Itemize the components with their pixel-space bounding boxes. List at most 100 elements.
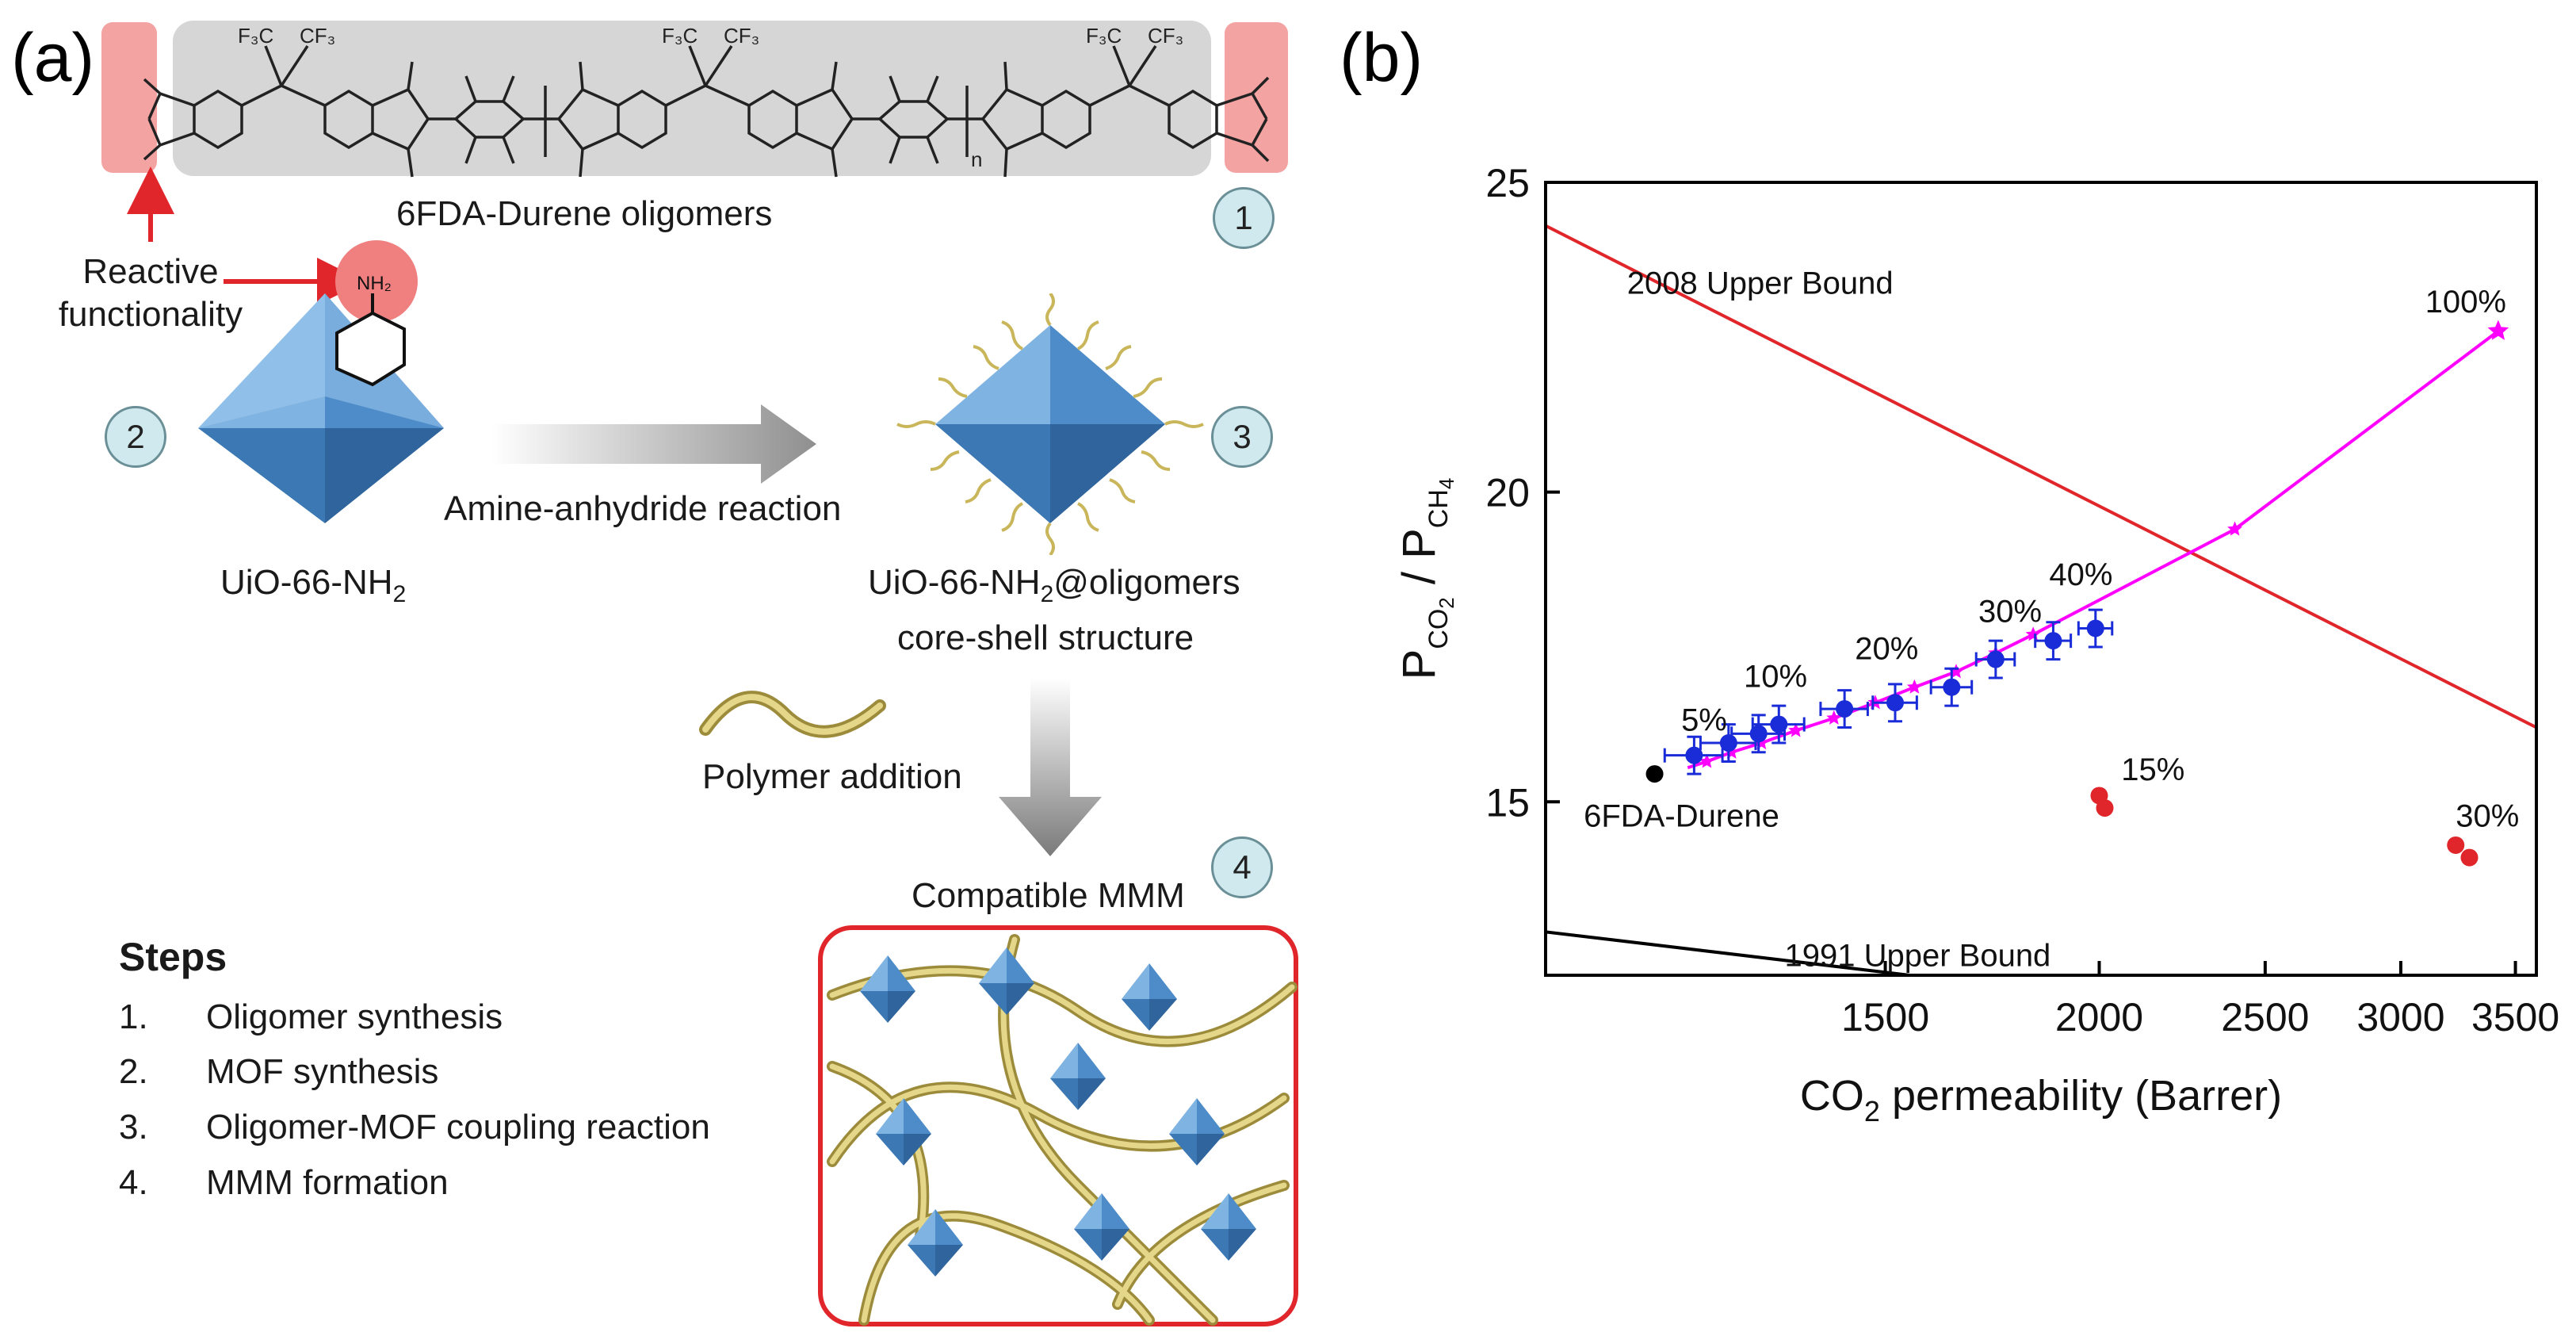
- model-star-marker: [1826, 710, 1842, 725]
- upper-bound-2008-line: [1546, 224, 2536, 729]
- step-number: 4.: [119, 1163, 148, 1202]
- annotation-label: 6FDA-Durene: [1584, 799, 1779, 834]
- coreshell-label-a: UiO-66-NH: [868, 563, 1041, 602]
- oligomer-backbone-highlight: [173, 21, 1211, 176]
- model-star-marker: [1788, 722, 1804, 737]
- step-item: 3.Oligomer-MOF coupling reaction: [119, 1108, 710, 1147]
- x-tick-label: 3500: [2471, 995, 2559, 1039]
- y-tick-label: 15: [1485, 780, 1530, 825]
- annotation-label: 30%: [1978, 595, 2042, 630]
- reaction-label: Amine-anhydride reaction: [444, 489, 842, 528]
- y-tick-label: 20: [1485, 471, 1530, 515]
- mof-name: UiO-66-NH2: [220, 563, 406, 608]
- coreshell-label-line1: UiO-66-NH2@oligomers: [868, 563, 1240, 608]
- plot-frame: [1544, 181, 2538, 977]
- cf3-label: F₃C: [1086, 24, 1122, 48]
- model-star-marker: [2487, 320, 2509, 340]
- right-anhydride-highlight: [1225, 22, 1288, 173]
- panel-b-label: (b): [1340, 20, 1424, 96]
- data-point: [2086, 619, 2104, 637]
- model-prediction-line: [1687, 329, 2500, 770]
- step-circle-1: 1: [1213, 187, 1275, 249]
- data-point: [2460, 848, 2479, 867]
- data-point: [1749, 725, 1768, 743]
- x-tick-label: 2000: [2055, 995, 2143, 1039]
- nh2-label: NH₂: [357, 273, 392, 294]
- mof-name-main: UiO-66-NH: [220, 563, 393, 602]
- coreshell-octahedron: [896, 293, 1204, 555]
- annotation-label: 15%: [2121, 752, 2184, 787]
- annotation-label: 5%: [1681, 702, 1727, 737]
- upper-bound-1991-line: [1546, 930, 1910, 975]
- mmm-label: Compatible MMM: [912, 876, 1185, 915]
- oligomer-structure: F₃C CF₃ F₃C CF₃ F₃C CF₃ n: [101, 21, 1288, 178]
- down-arrow: [999, 678, 1102, 856]
- model-star-marker: [1699, 753, 1714, 768]
- reactive-arrows: [127, 167, 365, 305]
- step-text: MOF synthesis: [206, 1052, 439, 1091]
- cf3-label: CF₃: [1148, 24, 1183, 48]
- uio66-octahedron: NH₂: [198, 240, 444, 523]
- steps-title: Steps: [119, 935, 227, 979]
- annotation-label: 10%: [1744, 660, 1807, 695]
- step-item: 2. MOF synthesis: [119, 1052, 438, 1092]
- y-axis-label: PCO2 / PCH4: [1393, 478, 1458, 680]
- data-point: [2096, 799, 2114, 817]
- reactive-label-line2: functionality: [58, 295, 243, 334]
- nh2-highlight: [335, 240, 418, 323]
- y-tick-label: 25: [1485, 161, 1530, 205]
- step-number: 2.: [119, 1052, 148, 1091]
- cf3-label: CF₃: [300, 24, 335, 48]
- mof-name-sub: 2: [392, 581, 407, 607]
- data-point: [1645, 765, 1664, 783]
- repeat-n-label: n: [971, 147, 982, 171]
- oligomer-name: 6FDA-Durene oligomers: [396, 194, 773, 233]
- x-tick-label: 1500: [1841, 995, 1929, 1039]
- model-star-marker: [1906, 679, 1922, 694]
- data-point: [2044, 632, 2062, 650]
- reactive-label-line1: Reactive: [82, 252, 219, 291]
- step-text: MMM formation: [206, 1163, 449, 1202]
- cf3-label: F₃C: [662, 24, 698, 48]
- step-item: 1. Oligomer synthesis: [119, 997, 503, 1037]
- polymer-addition-label: Polymer addition: [702, 757, 962, 796]
- left-anhydride-highlight: [101, 22, 157, 173]
- step-circle-3: 3: [1211, 406, 1273, 468]
- plot-content: [1546, 224, 2536, 975]
- x-tick-label: 3000: [2356, 995, 2444, 1039]
- data-point: [1719, 734, 1737, 752]
- x-tick-label: 2500: [2221, 995, 2309, 1039]
- mmm-illustration: [818, 925, 1298, 1326]
- data-point: [1836, 700, 1854, 718]
- data-point: [1685, 746, 1703, 764]
- step-text: Oligomer synthesis: [206, 997, 503, 1036]
- step-circle-4: 4: [1211, 836, 1273, 898]
- coreshell-label-line2: core-shell structure: [897, 618, 1194, 657]
- step-number: 1.: [119, 997, 148, 1036]
- step-item: 4. MMM formation: [119, 1163, 449, 1203]
- annotation-label: 2008 Upper Bound: [1627, 266, 1894, 301]
- annotation-label: 100%: [2425, 285, 2506, 320]
- coreshell-label-b: @oligomers: [1053, 563, 1240, 602]
- model-star-marker: [2227, 521, 2243, 536]
- annotation-label: 1991 Upper Bound: [1784, 938, 2050, 973]
- model-star-marker: [2025, 626, 2041, 641]
- step-text: Oligomer-MOF coupling reaction: [206, 1108, 710, 1147]
- reaction-arrow: [491, 404, 816, 484]
- coreshell-label-sub: 2: [1040, 581, 1054, 607]
- panel-a-label: (a): [11, 20, 95, 96]
- cf3-label: CF₃: [724, 24, 759, 48]
- data-point: [1886, 694, 1904, 712]
- data-point: [1986, 650, 2005, 668]
- x-axis-label: CO2 permeability (Barrer): [1800, 1072, 2282, 1127]
- data-point: [1770, 715, 1788, 733]
- annotation-label: 30%: [2456, 799, 2519, 834]
- data-point: [1943, 678, 1961, 696]
- polymer-strand: [699, 691, 886, 738]
- annotation-label: 20%: [1855, 632, 1918, 667]
- step-circle-2: 2: [105, 406, 166, 468]
- annotation-label: 40%: [2049, 557, 2112, 592]
- data-point: [2447, 836, 2465, 854]
